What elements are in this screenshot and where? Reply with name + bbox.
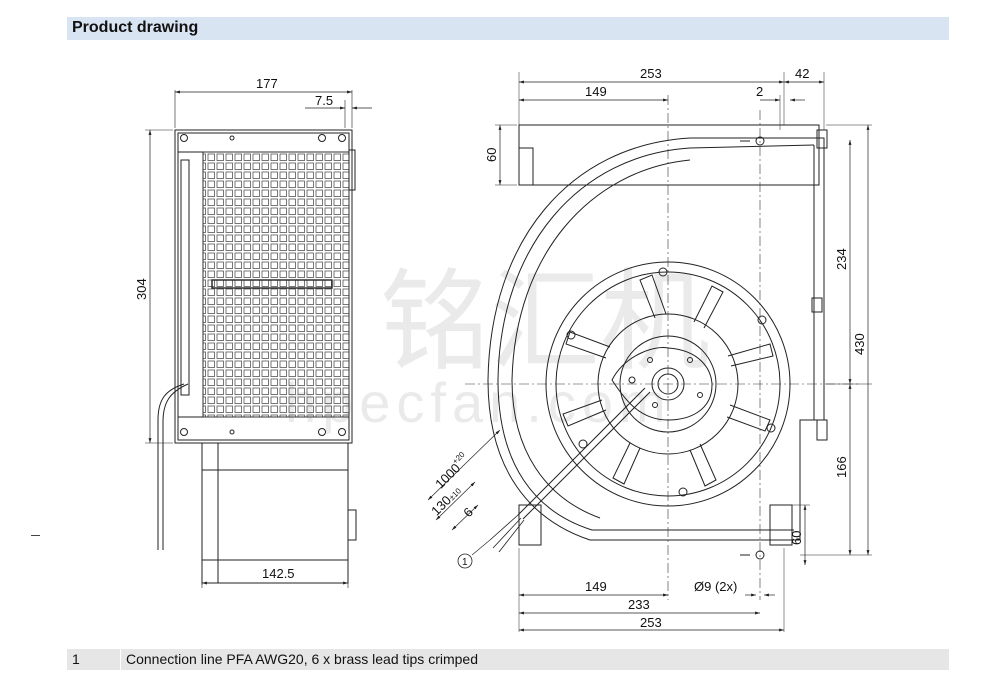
dim-front-bottom-mid: 233 [628,597,650,612]
front-view [487,124,828,560]
section-header: Product drawing [67,17,949,40]
dim-cable-length: 1000 [432,460,463,491]
dim-front-right-total: 430 [852,333,867,355]
legend-row: 1 Connection line PFA AWG20, 6 x brass l… [67,649,949,670]
section-title: Product drawing [72,19,199,36]
side-view [145,90,372,588]
dim-front-top-center: 149 [585,84,607,99]
dim-front-bottom-total: 253 [640,615,662,630]
dim-cable-tip: 6 [460,504,476,520]
dim-front-bottom-center: 149 [585,579,607,594]
dim-side-bottom: 142.5 [262,566,295,581]
legend-text: Connection line PFA AWG20, 6 x brass lea… [126,651,478,667]
dim-front-bottom-hole: Ø9 (2x) [694,579,737,594]
legend-number: 1 [72,651,80,667]
dim-front-right-lower: 166 [834,456,849,478]
legend-divider [120,649,121,670]
callout-number: 1 [462,557,468,568]
dim-side-flange: 7.5 [315,93,333,108]
dim-front-right-upper: 234 [834,248,849,270]
dim-side-height: 304 [134,278,149,300]
dim-front-top-right: 42 [795,66,809,81]
dim-front-bottom-flange: 60 [789,531,804,545]
margin-mark [31,535,40,536]
watermark-cn: 铭汇机 [380,258,710,386]
dim-front-top-total: 253 [640,66,662,81]
dim-side-width: 177 [256,76,278,91]
dim-front-top-small: 2 [756,84,763,99]
dim-front-left-flange: 60 [484,148,499,162]
